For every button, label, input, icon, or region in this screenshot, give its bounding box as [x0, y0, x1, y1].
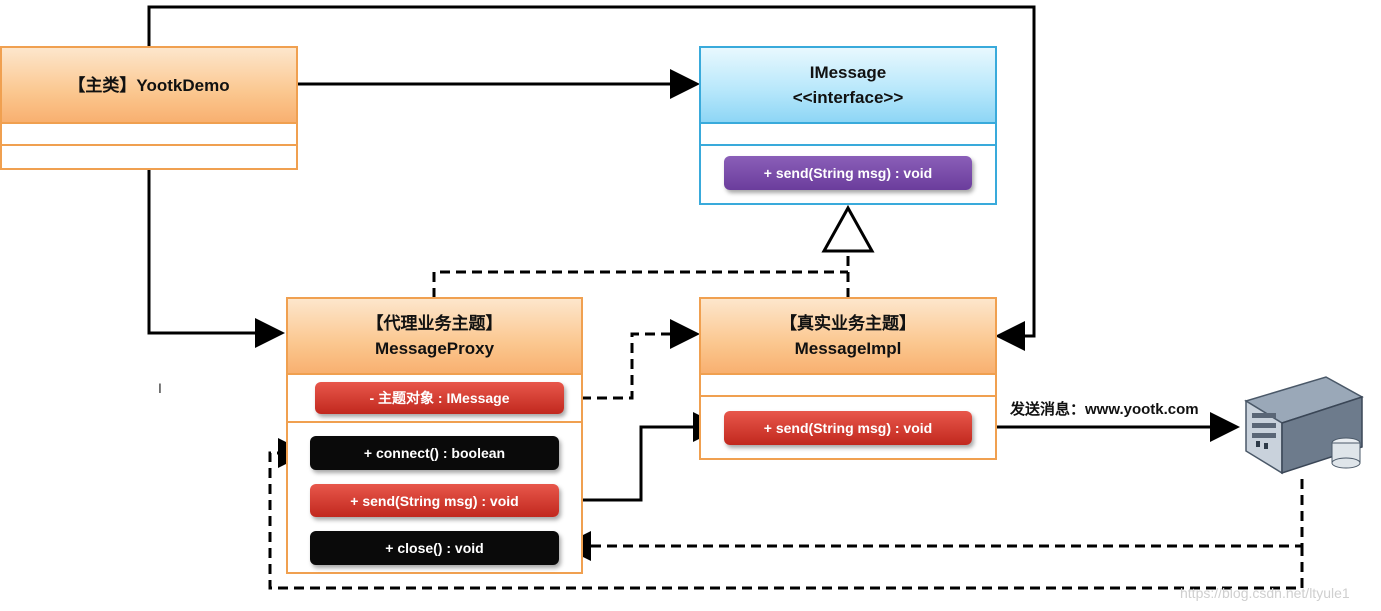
class-header: IMessage <<interface>> [701, 48, 995, 124]
reference-arrow [565, 319, 700, 400]
class-yootkdemo: 【主类】YootkDemo [0, 46, 298, 170]
realization-triangle [821, 204, 875, 253]
method-send: + send(String msg) : void [724, 411, 972, 445]
class-attributes [701, 373, 995, 397]
method-close: + close() : void [310, 531, 559, 565]
class-title-cn: 【真实业务主题】 [780, 314, 916, 333]
class-attributes [2, 122, 296, 146]
delegation-arrow [560, 412, 723, 502]
return-arrow [561, 479, 1304, 561]
class-messageimpl: 【真实业务主题】 MessageImpl + send(String msg) … [699, 297, 997, 460]
class-messageproxy: 【代理业务主题】 MessageProxy - 主题对象 : IMessage … [286, 297, 583, 574]
class-title: IMessage [809, 63, 887, 82]
method-send: + send(String msg) : void [724, 156, 972, 190]
class-title-en: MessageImpl [794, 339, 902, 358]
class-attributes [288, 373, 581, 423]
realization-line [432, 270, 848, 298]
text-cursor-icon: I [158, 380, 162, 396]
class-header: 【主类】YootkDemo [2, 48, 296, 124]
interface-imessage: IMessage <<interface>> + send(String msg… [699, 46, 997, 205]
class-attributes [701, 122, 995, 146]
class-header: 【代理业务主题】 MessageProxy [288, 299, 581, 375]
class-title-cn: 【代理业务主题】 [366, 314, 503, 333]
server-icon [1244, 376, 1364, 475]
method-send: + send(String msg) : void [310, 484, 559, 517]
loop-arrow [268, 438, 1304, 590]
message-annotation: 发送消息：www.yootk.com [1010, 401, 1199, 418]
class-title-en: MessageProxy [374, 339, 495, 358]
class-stereotype: <<interface>> [792, 88, 904, 107]
watermark: https://blog.csdn.net/ltyule1 [1180, 585, 1350, 601]
association-arrow [147, 5, 1036, 351]
method-connect: + connect() : boolean [310, 436, 559, 470]
association-arrow [147, 170, 285, 348]
class-header: 【真实业务主题】 MessageImpl [701, 299, 995, 375]
field-subject: - 主题对象 : IMessage [315, 382, 564, 414]
class-title: 【主类】YootkDemo [68, 75, 230, 95]
